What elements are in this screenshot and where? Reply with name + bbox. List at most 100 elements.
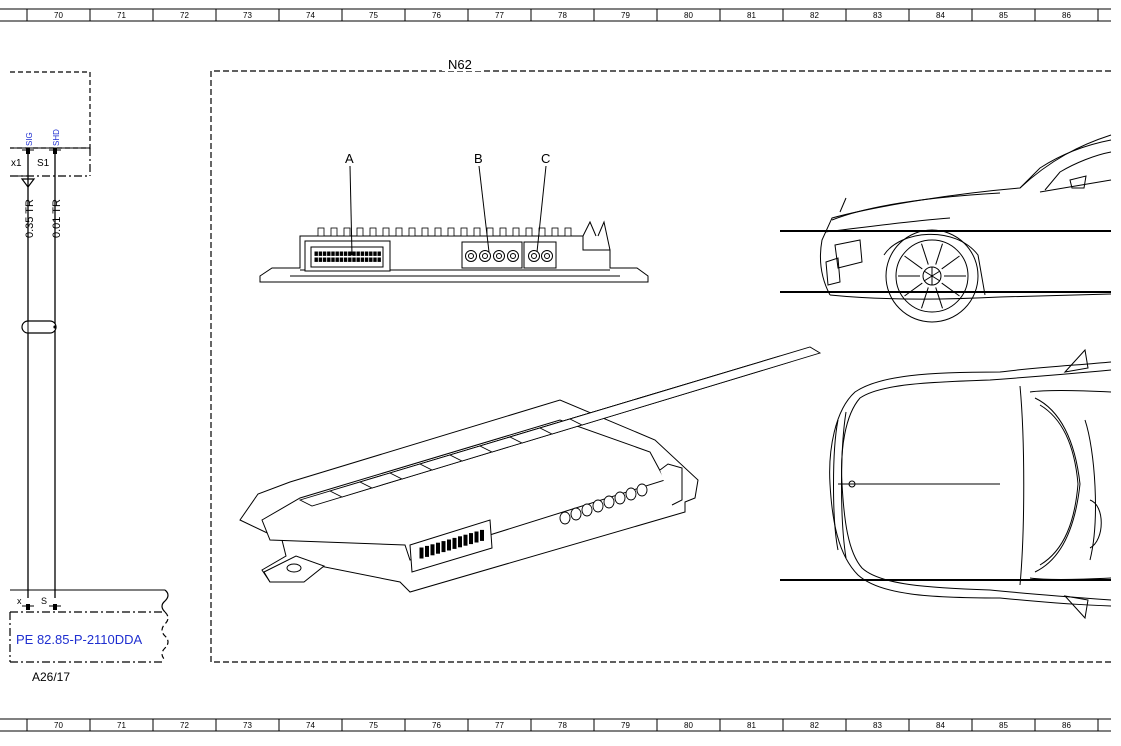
round-connector-iso [614, 491, 626, 505]
wheel-spoke [921, 243, 929, 265]
connector-a-pin [331, 251, 335, 256]
bottom-ruler-cell-label: 83 [873, 721, 882, 730]
connector-pin-iso [419, 547, 424, 559]
heatsink-fin [369, 227, 377, 237]
heatsink-fin [434, 227, 442, 237]
vehicle-side-view [819, 134, 1112, 323]
connector-a-pin [335, 257, 339, 262]
twisted-pair-symbol [21, 320, 57, 334]
connector-a-pin [339, 251, 344, 256]
bottom-ruler-cell-label: 75 [369, 721, 378, 730]
connector-a-pin [327, 257, 331, 262]
wheel-spoke [904, 282, 923, 297]
top-ruler-cell-label: 83 [873, 11, 882, 20]
connector-a-pin [364, 251, 369, 256]
round-connector-iso [570, 507, 582, 521]
top-ruler-cell-label: 77 [495, 11, 504, 20]
connector-a-pin [335, 251, 339, 256]
round-connector-iso [581, 503, 593, 517]
wheel-spoke [921, 287, 929, 309]
connector-a-pin [373, 257, 377, 262]
connector-a-pin [331, 257, 335, 262]
bottom-ruler-cell-label: 86 [1062, 721, 1071, 730]
connector-a-pin [352, 257, 356, 262]
connector-a-pin [343, 251, 348, 256]
connector-pin-iso [474, 531, 479, 543]
connector-a-pin [339, 257, 344, 262]
vehicle-top-view [829, 348, 1112, 620]
connector-a-pin [360, 257, 365, 262]
heatsink-fin [356, 227, 364, 237]
heatsink-fin [421, 227, 429, 237]
wheel-spoke [941, 282, 960, 297]
top-ruler-cell-label: 84 [936, 11, 945, 20]
connector-pin-iso [441, 541, 446, 553]
connector-pin-iso [436, 542, 440, 554]
bottom-ruler-cell-label: 78 [558, 721, 567, 730]
left-module: x1 S1 SIG SHD 0.35 TR 0.01 TR x S PE 82.… [9, 71, 169, 684]
top-ruler-cell-label: 76 [432, 11, 441, 20]
connector-pin-iso [463, 534, 468, 546]
connector-a-pin [373, 251, 377, 256]
connector-pin-iso [425, 545, 429, 557]
component-frame: N62 [210, 55, 1111, 663]
connector-a-pin [322, 251, 327, 256]
top-ruler-cell-label: 85 [999, 11, 1008, 20]
top-ruler-cell-label: 80 [684, 11, 693, 20]
top-ruler-cell-label: 73 [243, 11, 252, 20]
component-id: N62 [448, 57, 472, 72]
reference-link[interactable]: PE 82.85-P-2110DDA [16, 632, 143, 647]
break-mark-upper [161, 589, 169, 613]
bottom-ruler-cell-label: 72 [180, 721, 189, 730]
top-ruler-cell-label: 70 [54, 11, 63, 20]
connector-pin-iso [447, 539, 451, 551]
top-ruler-cell-label: 75 [369, 11, 378, 20]
pin-label-s1: S1 [37, 158, 50, 169]
leader-line-c [536, 165, 547, 253]
connector-a-pin [369, 251, 373, 256]
mirror-left [1063, 348, 1089, 373]
pin-marker-bottom-1 [26, 604, 30, 610]
heatsink-fin [499, 227, 507, 237]
bottom-ruler-cell-label: 71 [117, 721, 126, 730]
mirror-right [1063, 595, 1089, 620]
connector-a-pin [322, 257, 327, 262]
pin-marker-top-2 [53, 148, 57, 154]
connector-label-c: C [541, 151, 550, 166]
connector-a-pin [356, 257, 360, 262]
bottom-ruler-cell-label: 70 [54, 721, 63, 730]
connector-label-a: A [345, 151, 354, 166]
amplifier-side-view [259, 165, 649, 283]
break-mark-lower [161, 611, 169, 661]
heatsink-fin [317, 227, 325, 237]
round-connector-iso [636, 483, 648, 497]
heatsink-fin [473, 227, 481, 237]
connector-b-housing[interactable] [461, 241, 523, 269]
heatsink-fin [460, 227, 468, 237]
top-ruler-cell-label: 71 [117, 11, 126, 20]
bottom-ruler-cell-label: 84 [936, 721, 945, 730]
top-ruler-cell-label: 78 [558, 11, 567, 20]
leader-line-a [349, 165, 353, 256]
wheel-spoke [935, 287, 943, 309]
wire-label-1: 0.35 TR [24, 199, 36, 238]
heatsink-fin [512, 227, 520, 237]
top-ruler-cell-label: 86 [1062, 11, 1071, 20]
wheel-spoke [904, 255, 923, 270]
connector-a-pin [348, 257, 352, 262]
connector-a-pin [318, 257, 323, 262]
connector-a-pin [369, 257, 373, 262]
amplifier-isometric-view [239, 346, 822, 593]
heatsink-fin-iso [568, 346, 822, 426]
bottom-ruler-cell-label: 76 [432, 721, 441, 730]
top-ruler-cell-label: 81 [747, 11, 756, 20]
heatsink-fin [525, 227, 533, 237]
leader-line-b [478, 165, 490, 253]
heatsink-fin [447, 227, 455, 237]
connector-a-pin [377, 251, 381, 256]
connector-c-housing[interactable] [523, 241, 557, 269]
round-connector-iso [592, 499, 604, 513]
module-id: A26/17 [32, 670, 70, 684]
